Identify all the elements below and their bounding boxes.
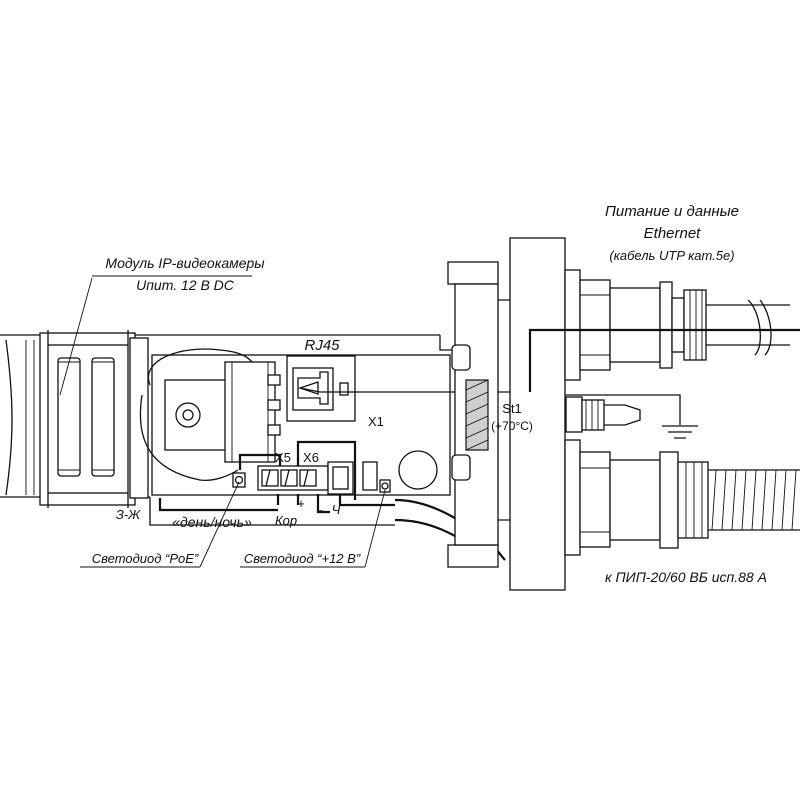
kor-label: Кор [275,513,297,528]
day-night-label: «день/ночь» [172,514,252,530]
plus-label: + [297,496,305,511]
minus-label: - [319,502,324,519]
x6-label: X6 [303,450,319,465]
wire-3zh-label: З-Ж [116,507,141,522]
leader-lines [59,275,386,568]
power-title-line3: (кабель UTP кат.5e) [609,248,734,263]
power-title-line1: Питание и данные [605,203,739,220]
module-voltage: Uпит. 12 В DC [136,277,235,293]
lower-cable-gland [564,439,800,556]
power-title-line2: Ethernet [644,225,702,242]
ip-camera-module [25,330,149,508]
mounting-flange [447,237,566,591]
thermal-switch-st1 [565,394,698,439]
ch-label: Ч [332,502,341,517]
st1-label: St1 [502,401,522,416]
led-12v-label: Светодиод “+12 В” [244,551,361,566]
st1-temp-label: (+70°С) [491,419,533,433]
x5-label: X5 [275,450,291,465]
led-poe-label: Светодиод “PoE” [92,551,199,566]
rj45-label: RJ45 [304,337,340,354]
rj45-connector [286,355,356,422]
module-title: Модуль IP-видеокамеры [105,255,265,271]
power-module [139,348,281,481]
to-pip-label: к ПИП-20/60 ВБ исп.88 А [605,569,767,585]
text-labels: Питание и данные Ethernet (кабель UTP ка… [92,203,767,585]
x1-label: X1 [368,414,384,429]
terminal-blocks [232,450,438,495]
upper-cable-gland [528,269,800,392]
